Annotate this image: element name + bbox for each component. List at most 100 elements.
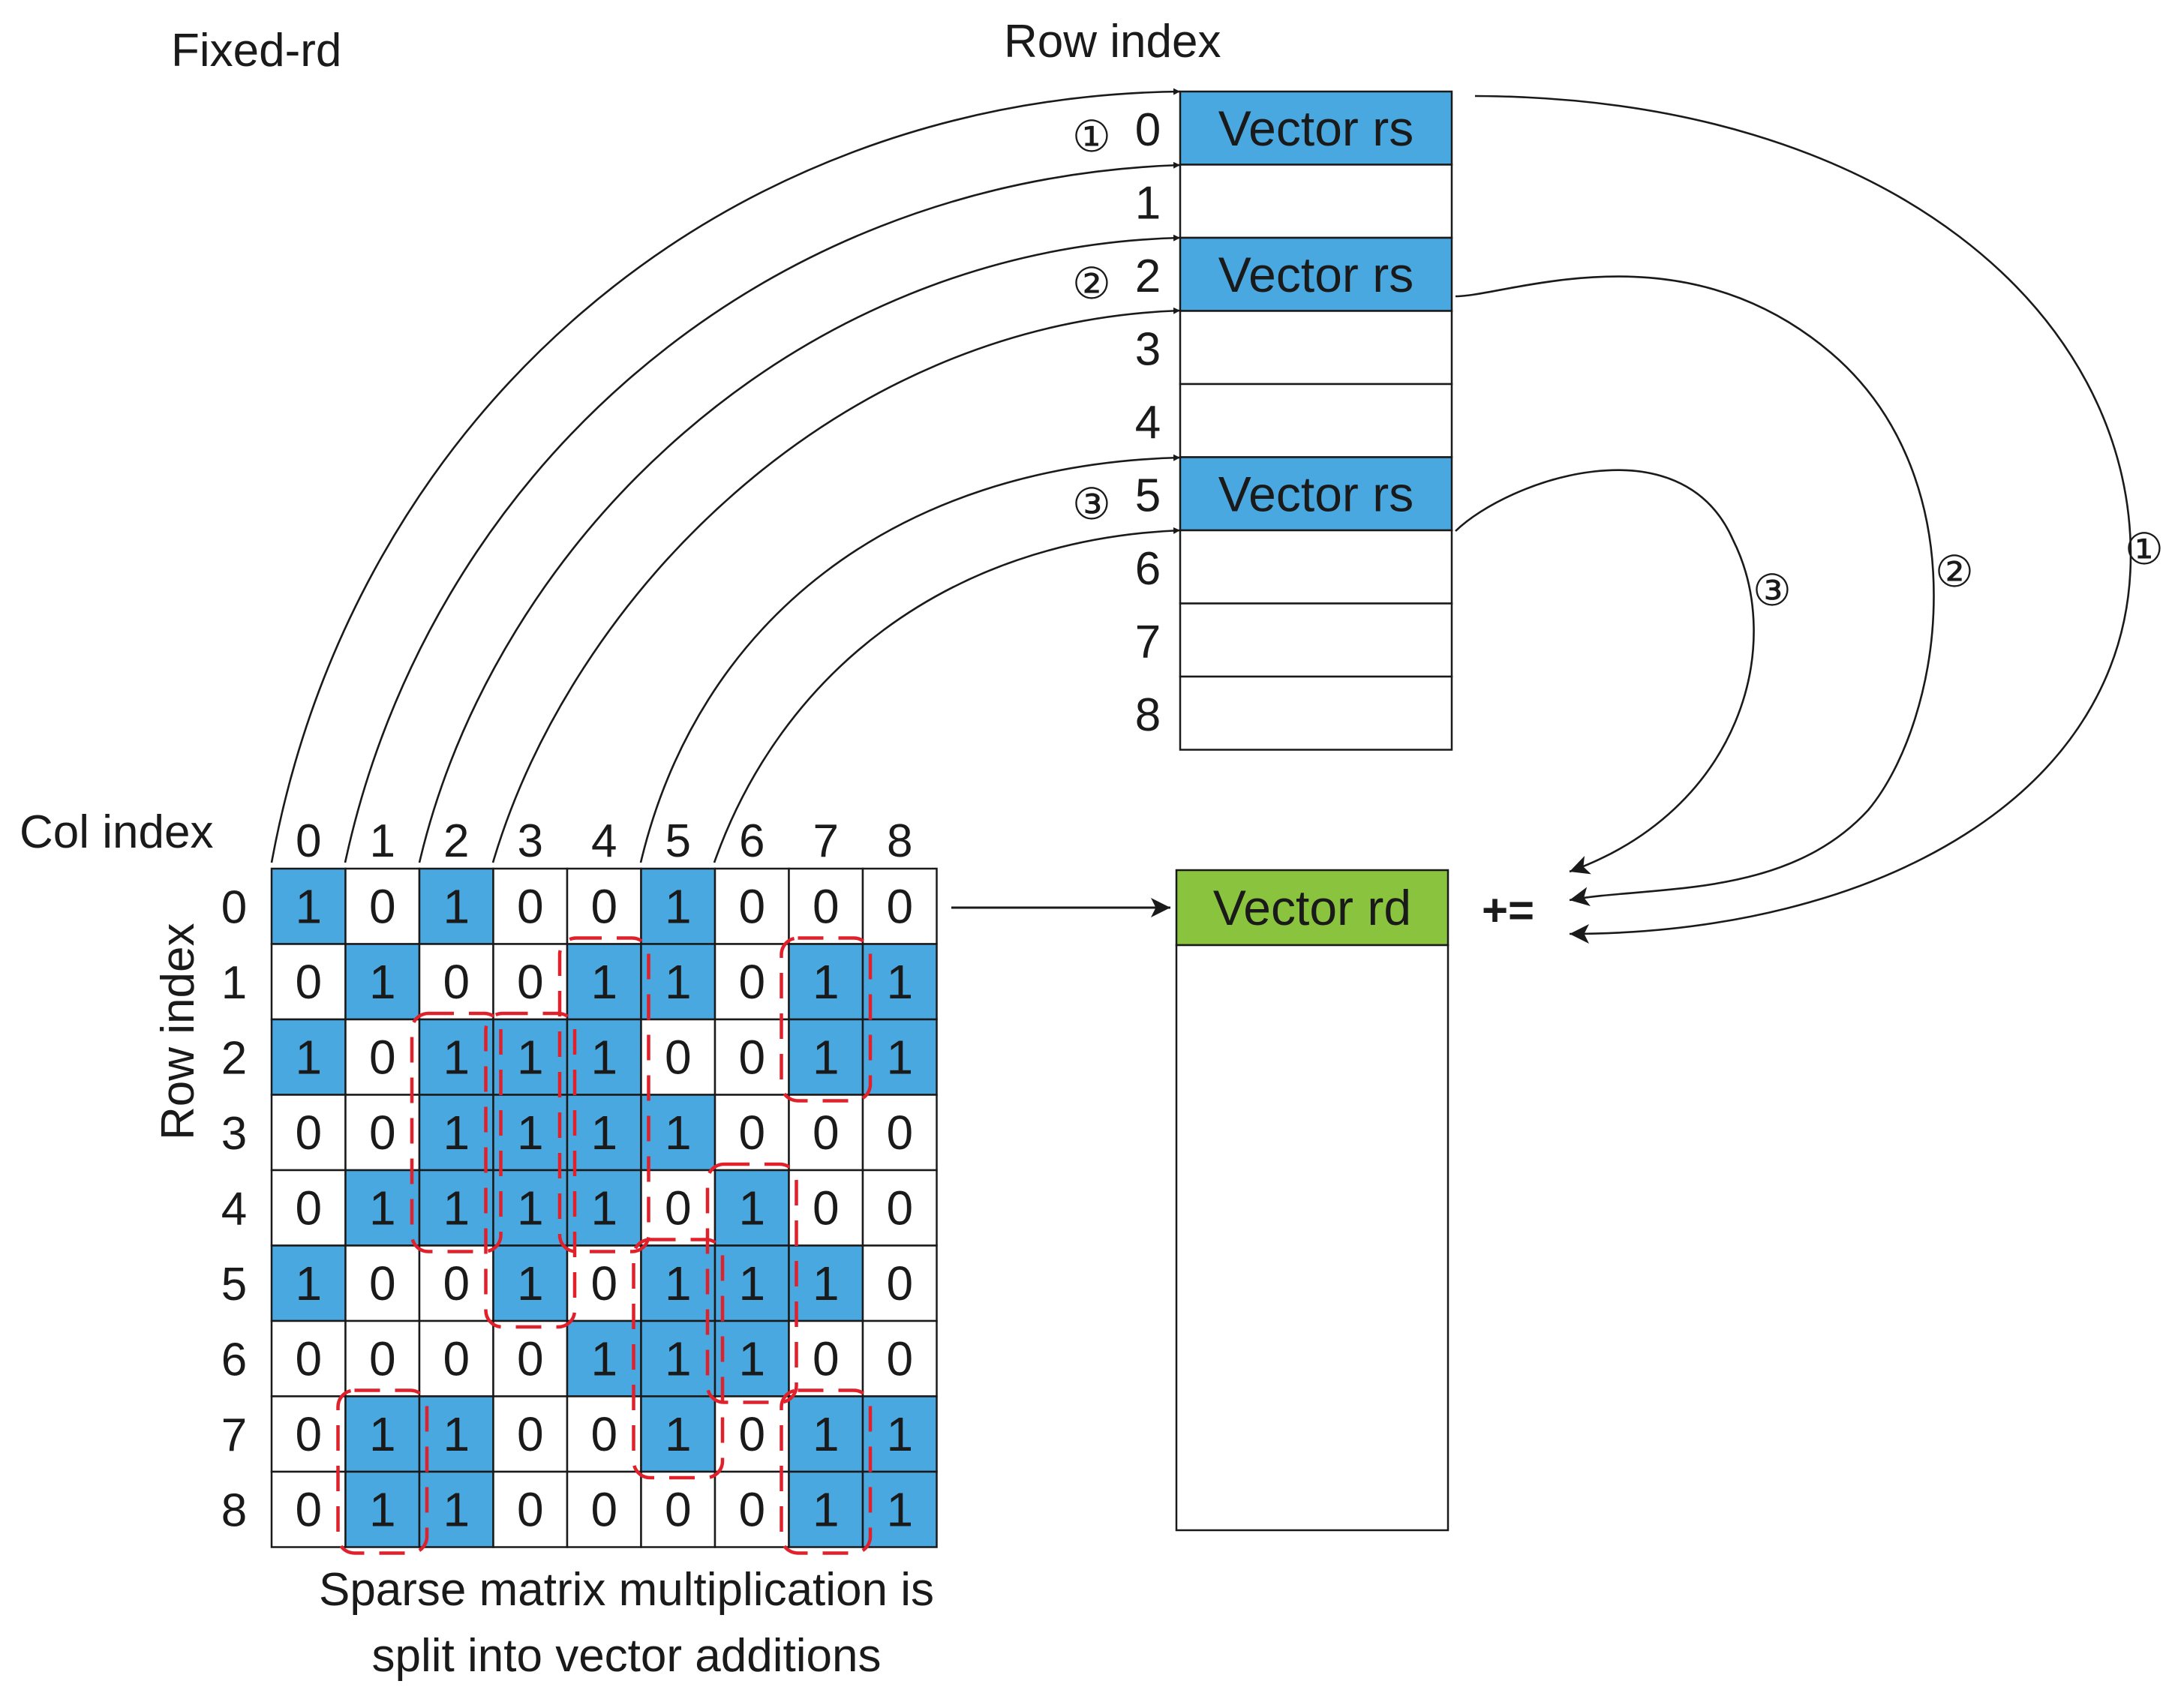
- matrix-value-r4-c0: 0: [295, 1181, 322, 1235]
- matrix-value-r0-c3: 0: [517, 879, 544, 933]
- row-index-4: 4: [221, 1183, 247, 1235]
- matrix-value-r0-c5: 1: [665, 879, 692, 933]
- matrix-value-r3-c1: 0: [369, 1106, 396, 1160]
- matrix-value-r6-c0: 0: [295, 1331, 322, 1385]
- matrix-value-r0-c8: 0: [886, 879, 913, 933]
- rs-table-row-3: [1179, 310, 1453, 386]
- matrix-value-r5-c5: 1: [665, 1256, 692, 1310]
- matrix-value-r2-c5: 0: [665, 1030, 692, 1084]
- return-arrow-2: [1455, 275, 1935, 907]
- dashed-group-col2: [410, 1011, 503, 1253]
- matrix-cell-r3-c6: [713, 1094, 790, 1172]
- arrow-col2-to-row2: [418, 234, 1181, 863]
- matrix-cell-r3-c0: [270, 1094, 347, 1172]
- matrix-value-r7-c0: 0: [295, 1407, 322, 1461]
- vector-rd-body: [1175, 944, 1449, 1532]
- matrix-value-r3-c2: 1: [443, 1106, 470, 1160]
- vector-rs-label-5: Vector rs: [1218, 466, 1413, 521]
- matrix-cell-r7-c8: [861, 1395, 938, 1473]
- caption-line-2: split into vector additions: [372, 1630, 882, 1682]
- matrix-value-r3-c0: 0: [295, 1106, 322, 1160]
- matrix-cell-r6-c8: [861, 1319, 938, 1397]
- matrix-value-r6-c2: 0: [443, 1331, 470, 1385]
- step-marker-2-4: ②: [1935, 546, 1974, 597]
- matrix-value-r1-c4: 1: [590, 955, 617, 1009]
- row-index-5: 5: [221, 1259, 247, 1310]
- matrix-cell-r7-c3: [492, 1395, 569, 1473]
- step-marker-3-2: ③: [1072, 479, 1111, 530]
- vector-rd-label: Vector rd: [1213, 880, 1411, 935]
- matrix-value-r7-c3: 0: [517, 1407, 544, 1461]
- matrix-cell-r8-c8: [861, 1470, 938, 1548]
- matrix-cell-r7-c2: [418, 1395, 494, 1473]
- rs-table-row-6: [1179, 529, 1453, 605]
- matrix-value-r2-c6: 0: [738, 1030, 765, 1084]
- col-index-8: 8: [887, 815, 912, 867]
- dashed-group-col5: [632, 1238, 725, 1480]
- matrix-value-r2-c7: 1: [813, 1030, 840, 1084]
- matrix-value-r4-c7: 0: [813, 1181, 840, 1235]
- matrix-value-r1-c2: 0: [443, 955, 470, 1009]
- matrix-value-r8-c8: 1: [886, 1482, 913, 1536]
- matrix-cell-r6-c4: [566, 1319, 642, 1397]
- row-index-8: 8: [221, 1484, 247, 1536]
- matrix-cell-r5-c8: [861, 1244, 938, 1322]
- return-arrow-1: [1474, 95, 2132, 944]
- matrix-value-r3-c6: 0: [738, 1106, 765, 1160]
- col-index-6: 6: [739, 815, 765, 867]
- return-arrow-3: [1455, 469, 1755, 875]
- col-index-2: 2: [443, 815, 469, 867]
- rs-row-index-8: 8: [1135, 689, 1161, 741]
- arrow-col1-to-row1: [344, 161, 1181, 863]
- matrix-value-r0-c2: 1: [443, 879, 470, 933]
- rs-table-row-7: [1179, 602, 1453, 678]
- matrix-value-r2-c1: 0: [369, 1030, 396, 1084]
- matrix-value-r4-c1: 1: [369, 1181, 396, 1235]
- row-index-top-label: Row index: [1004, 16, 1221, 68]
- matrix-cell-r1-c3: [492, 943, 569, 1021]
- matrix-value-r2-c8: 1: [886, 1030, 913, 1084]
- step-marker-1-3: ①: [2125, 524, 2164, 575]
- matrix-cell-r0-c1: [344, 867, 421, 945]
- rs-row-index-2: 2: [1135, 251, 1161, 302]
- col-index-1: 1: [370, 815, 395, 867]
- matrix-cell-r5-c2: [418, 1244, 494, 1322]
- matrix-value-r6-c4: 1: [590, 1331, 617, 1385]
- matrix-cell-r7-c7: [788, 1395, 864, 1473]
- matrix-cell-r2-c8: [861, 1018, 938, 1096]
- rs-table-row-2: [1179, 236, 1453, 312]
- vector-rs-label-0: Vector rs: [1218, 101, 1413, 156]
- dashed-group-col3: [484, 1011, 577, 1329]
- col-index-7: 7: [813, 815, 839, 867]
- matrix-value-r0-c7: 0: [813, 879, 840, 933]
- row-index-0: 0: [221, 881, 247, 933]
- rs-row-index-0: 0: [1135, 104, 1161, 156]
- matrix-value-r5-c8: 0: [886, 1256, 913, 1310]
- matrix-cell-r1-c1: [344, 943, 421, 1021]
- matrix-cell-r8-c1: [344, 1470, 421, 1548]
- matrix-value-r8-c1: 1: [369, 1482, 396, 1536]
- matrix-value-r7-c4: 0: [590, 1407, 617, 1461]
- matrix-value-r3-c5: 1: [665, 1106, 692, 1160]
- matrix-value-r5-c7: 1: [813, 1256, 840, 1310]
- matrix-value-r8-c5: 0: [665, 1482, 692, 1536]
- rs-table-row-1: [1179, 164, 1453, 239]
- matrix-cell-r5-c5: [640, 1244, 716, 1322]
- arrow-col5-to-row5: [639, 454, 1181, 863]
- matrix-value-r8-c4: 0: [590, 1482, 617, 1536]
- matrix-value-r1-c0: 0: [295, 955, 322, 1009]
- matrix-cell-r3-c4: [566, 1094, 642, 1172]
- row-index-side-label: Row index: [152, 923, 204, 1140]
- matrix-value-r8-c0: 0: [295, 1482, 322, 1536]
- row-index-2: 2: [221, 1032, 247, 1084]
- vector-rd-header: [1175, 869, 1449, 947]
- matrix-value-r6-c6: 1: [738, 1331, 765, 1385]
- matrix-value-r6-c3: 0: [517, 1331, 544, 1385]
- matrix-cell-r2-c0: [270, 1018, 347, 1096]
- arrow-col0-to-row0: [270, 88, 1181, 863]
- col-index-4: 4: [591, 815, 617, 867]
- rs-row-index-4: 4: [1135, 397, 1161, 449]
- matrix-value-r5-c0: 1: [295, 1256, 322, 1310]
